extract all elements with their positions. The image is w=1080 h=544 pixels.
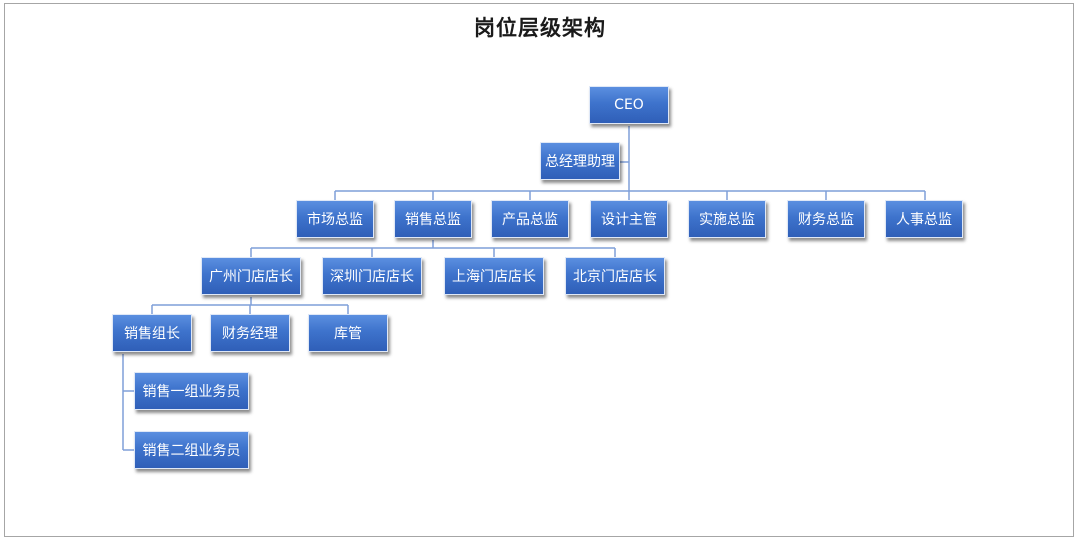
node-beijing-store-manager: 北京门店店长 bbox=[565, 257, 665, 295]
node-guangzhou-store-manager: 广州门店店长 bbox=[201, 257, 301, 295]
node-implementation-director: 实施总监 bbox=[688, 200, 766, 238]
node-shenzhen-store-manager: 深圳门店店长 bbox=[322, 257, 422, 295]
node-marketing-director: 市场总监 bbox=[296, 200, 374, 238]
node-design-lead: 设计主管 bbox=[590, 200, 668, 238]
node-warehouse-keeper: 库管 bbox=[308, 314, 388, 352]
node-shanghai-store-manager: 上海门店店长 bbox=[444, 257, 544, 295]
node-sales-team-lead: 销售组长 bbox=[112, 314, 192, 352]
node-sales-team2-staff: 销售二组业务员 bbox=[134, 431, 249, 469]
node-product-director: 产品总监 bbox=[491, 200, 569, 238]
node-sales-team1-staff: 销售一组业务员 bbox=[134, 372, 249, 410]
node-hr-director: 人事总监 bbox=[885, 200, 963, 238]
node-ceo: CEO bbox=[589, 86, 669, 124]
node-finance-manager: 财务经理 bbox=[210, 314, 290, 352]
node-sales-director: 销售总监 bbox=[394, 200, 472, 238]
node-general-manager-assistant: 总经理助理 bbox=[540, 142, 620, 180]
diagram-title: 岗位层级架构 bbox=[474, 15, 606, 40]
node-finance-director: 财务总监 bbox=[787, 200, 865, 238]
